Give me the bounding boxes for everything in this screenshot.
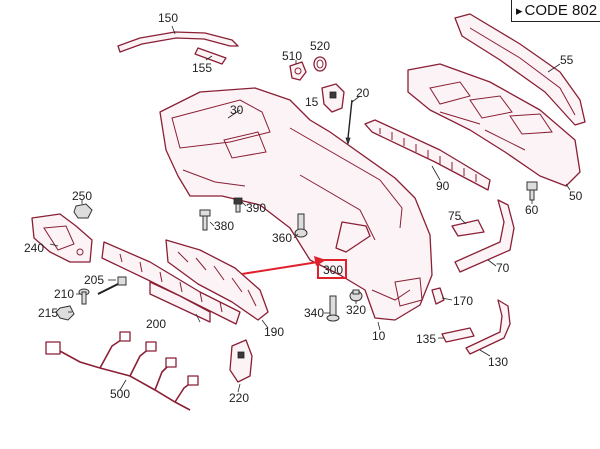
part-50-diffuser[interactable] <box>407 63 581 187</box>
callout-320: 320 <box>346 303 366 317</box>
callout-20: 20 <box>356 86 370 100</box>
part-300-clip[interactable] <box>335 221 371 253</box>
callout-190: 190 <box>264 325 284 339</box>
leader-lines <box>49 25 571 393</box>
part-200-absorber[interactable] <box>101 241 241 325</box>
callout-75: 75 <box>448 209 462 223</box>
callout-15: 15 <box>305 95 319 109</box>
callout-135: 135 <box>416 332 436 346</box>
part-30-bumper-cover[interactable] <box>159 87 433 321</box>
callout-500: 500 <box>110 387 130 401</box>
callout-300: 300 <box>323 263 343 277</box>
code-label-box: ▸ CODE 802 <box>511 0 600 22</box>
part-250-nut[interactable] <box>73 203 93 219</box>
part-70-side-trim[interactable] <box>454 199 515 273</box>
callout-55: 55 <box>560 53 574 67</box>
part-55-upper-panel[interactable] <box>454 13 586 126</box>
callout-200: 200 <box>146 317 166 331</box>
part-240-side-bracket[interactable] <box>31 213 93 263</box>
callout-90: 90 <box>436 179 450 193</box>
callout-340: 340 <box>304 306 324 320</box>
part-190-absorber[interactable] <box>165 239 269 321</box>
part-340-screw[interactable] <box>326 295 340 322</box>
part-130-lower-strip[interactable] <box>465 299 511 355</box>
callout-labels: 150 155 510 520 15 20 30 55 90 60 50 250… <box>24 11 583 405</box>
part-75-small-bracket[interactable] <box>451 219 485 237</box>
part-360-screw[interactable] <box>294 213 308 238</box>
part-500-wiring-harness[interactable] <box>45 331 199 411</box>
callout-60: 60 <box>525 203 539 217</box>
callout-50: 50 <box>569 189 583 203</box>
part-155-small-trim[interactable] <box>194 47 227 65</box>
callout-250: 250 <box>72 189 92 203</box>
callout-130: 130 <box>488 355 508 369</box>
part-20-pin[interactable] <box>345 99 353 146</box>
part-135-small-trim[interactable] <box>441 327 475 343</box>
part-520-seal-ring[interactable] <box>313 56 327 72</box>
callout-520: 520 <box>310 39 330 53</box>
triangle-arrow-icon: ▸ <box>516 2 523 18</box>
part-210-screw[interactable] <box>78 288 90 305</box>
callout-215: 215 <box>38 306 58 320</box>
callout-155: 155 <box>192 61 212 75</box>
callout-30: 30 <box>230 103 244 117</box>
part-380-screw[interactable] <box>199 209 211 231</box>
callout-240: 240 <box>24 241 44 255</box>
part-90-grille-strip[interactable] <box>364 119 491 191</box>
code-label-text: CODE 802 <box>524 2 598 19</box>
callout-510: 510 <box>282 49 302 63</box>
callout-170: 170 <box>453 294 473 308</box>
part-510-sensor[interactable] <box>289 61 307 81</box>
part-390-clip[interactable] <box>233 197 243 213</box>
part-60-bolt[interactable] <box>526 181 538 201</box>
callout-10: 10 <box>372 329 386 343</box>
part-15-bracket[interactable] <box>321 83 345 113</box>
callout-205: 205 <box>84 273 104 287</box>
callout-390: 390 <box>246 201 266 215</box>
callout-70: 70 <box>496 261 510 275</box>
part-150-trim-strip[interactable] <box>117 31 239 53</box>
callout-220: 220 <box>229 391 249 405</box>
callout-380: 380 <box>214 219 234 233</box>
part-220-bracket[interactable] <box>229 339 253 383</box>
highlight-marker <box>241 256 347 279</box>
callout-360: 360 <box>272 231 292 245</box>
part-215-nut[interactable] <box>55 305 75 321</box>
callout-150: 150 <box>158 11 178 25</box>
part-205-bolt[interactable] <box>97 276 127 295</box>
callout-210: 210 <box>54 287 74 301</box>
part-320-clip[interactable] <box>349 289 363 302</box>
part-170-clip[interactable] <box>431 287 445 305</box>
